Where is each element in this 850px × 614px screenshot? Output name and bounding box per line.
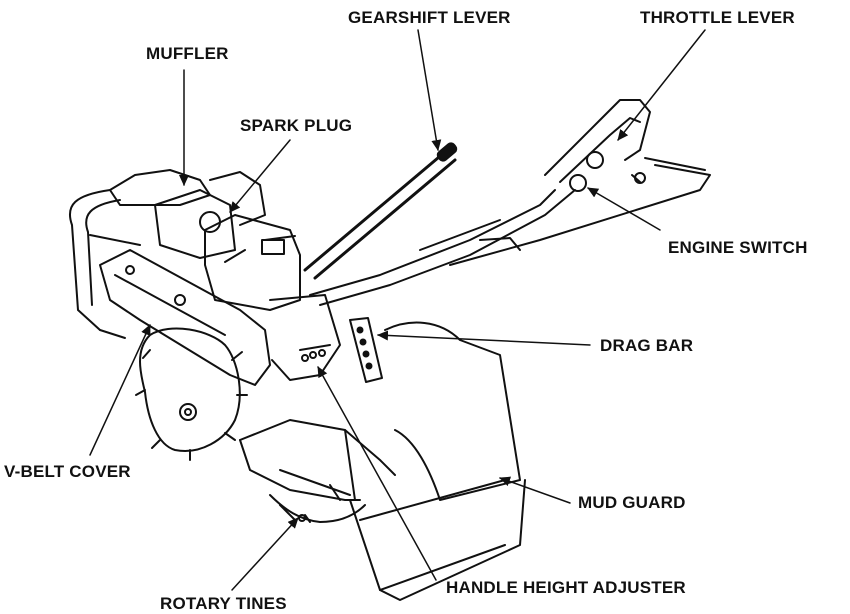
transmission-housing — [269, 294, 341, 381]
throttle-lever-pointer — [617, 29, 706, 141]
label-spark-plug: SPARK PLUG — [240, 116, 353, 135]
gearshift-lever-shape — [303, 142, 458, 280]
label-rotary-tines: ROTARY TINES — [160, 594, 287, 613]
engine-shape — [109, 169, 301, 311]
handlebar — [309, 99, 711, 306]
gearshift-lever-pointer — [417, 29, 442, 151]
drag-bar-pointer — [377, 330, 591, 346]
label-mud-guard: MUD GUARD — [578, 493, 686, 512]
mud-guard-pointer — [499, 476, 571, 504]
label-engine-switch: ENGINE SWITCH — [668, 238, 808, 257]
tine-hood — [239, 321, 526, 601]
label-muffler: MUFFLER — [146, 44, 229, 63]
drag-bar-shape — [349, 317, 383, 383]
spark-plug-pointer — [229, 139, 291, 213]
label-v-belt-cover: V-BELT COVER — [4, 462, 131, 481]
label-drag-bar: DRAG BAR — [600, 336, 694, 355]
handle-height-adjuster-pointer — [317, 366, 437, 581]
label-handle-height-adjuster: HANDLE HEIGHT ADJUSTER — [446, 578, 686, 597]
front-frame — [68, 189, 141, 339]
v-belt-cover-shape — [99, 249, 271, 386]
callout-lines — [89, 29, 706, 591]
rotary-tines-pointer — [231, 517, 299, 591]
label-gearshift-lever: GEARSHIFT LEVER — [348, 8, 511, 27]
wheel-shape — [135, 327, 248, 461]
label-throttle-lever: THROTTLE LEVER — [640, 8, 795, 27]
v-belt-cover-pointer — [89, 324, 151, 456]
engine-switch-pointer — [587, 187, 661, 231]
